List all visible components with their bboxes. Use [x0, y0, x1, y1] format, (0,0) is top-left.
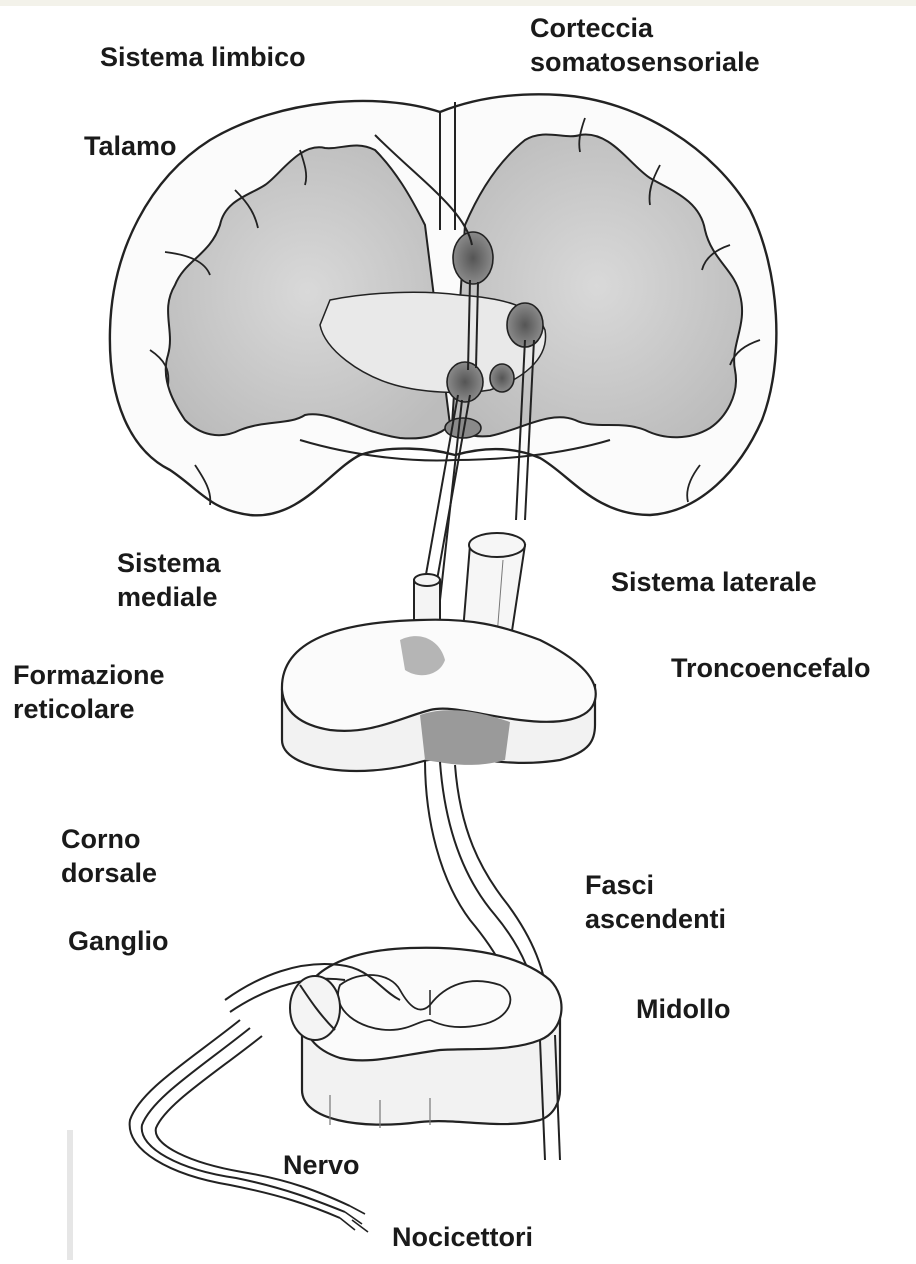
nucleus-upper [453, 232, 493, 284]
label-sistema-mediale: Sistema mediale [117, 546, 221, 614]
nociceptor-endings [340, 1206, 368, 1232]
spinal-cord-section [302, 948, 562, 1128]
nucleus-mid-left [447, 362, 483, 402]
label-formazione-reticolare: Formazione reticolare [13, 658, 165, 726]
label-sistema-laterale: Sistema laterale [611, 565, 817, 599]
label-corteccia-somatosensoriale: Corteccia somatosensoriale [530, 11, 760, 79]
label-ganglio: Ganglio [68, 924, 169, 958]
label-nervo: Nervo [283, 1148, 360, 1182]
label-talamo: Talamo [84, 129, 177, 163]
nucleus-mid-right [490, 364, 514, 392]
label-sistema-limbico: Sistema limbico [100, 40, 306, 74]
brain-section [110, 94, 777, 515]
label-nocicettori: Nocicettori [392, 1220, 533, 1254]
label-corno-dorsale: Corno dorsale [61, 822, 157, 890]
label-troncoencefalo: Troncoencefalo [671, 651, 871, 685]
brainstem-shadow [420, 710, 510, 765]
brainstem-section [282, 620, 596, 771]
label-fasci-ascendenti: Fasci ascendenti [585, 868, 726, 936]
label-midollo: Midollo [636, 992, 730, 1026]
ganglion [290, 976, 340, 1040]
